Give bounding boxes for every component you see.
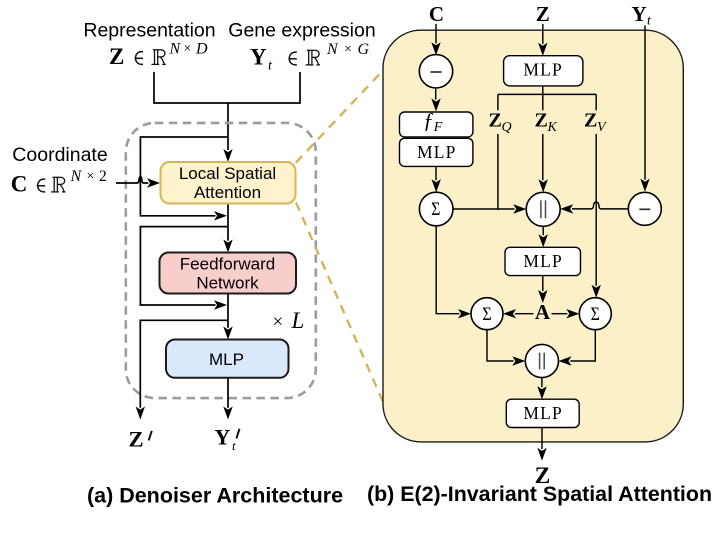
svg-text:MLP: MLP [523,403,563,423]
svg-text:Gene expression: Gene expression [228,19,375,41]
svg-text:L: L [291,308,305,333]
svg-text:Q: Q [502,120,512,135]
svg-text:Y: Y [632,2,647,26]
svg-text:Z: Z [535,463,551,489]
svg-text:t: t [232,438,236,453]
svg-text:Feedforward: Feedforward [180,254,275,273]
svg-text:D: D [195,41,208,58]
svg-text:×: × [273,312,284,333]
svg-text:Z: Z [129,427,144,452]
svg-text:K: K [547,120,558,135]
svg-text:C: C [429,2,444,26]
svg-text:MLP: MLP [209,350,244,369]
svg-text:Y: Y [250,45,267,70]
svg-text:MLP: MLP [417,142,457,162]
svg-text:×: × [87,169,95,184]
svg-text:Y: Y [215,425,231,450]
svg-text:2: 2 [99,168,107,185]
svg-text:Attention: Attention [194,183,261,202]
svg-text:Z: Z [536,2,550,26]
svg-text:Z: Z [489,110,502,132]
svg-text:N: N [326,41,339,58]
svg-text:t: t [268,59,273,74]
svg-text:(b) E(2)-Invariant Spatial Att: (b) E(2)-Invariant Spatial Attention [367,482,712,506]
svg-text:Z: Z [535,110,548,132]
svg-text:Coordinate: Coordinate [12,144,107,166]
svg-text:Σ: Σ [591,303,600,325]
svg-text:Local Spatial: Local Spatial [179,164,276,183]
svg-text:C: C [11,172,28,197]
svg-text:Representation: Representation [83,19,215,41]
svg-text:ƒ: ƒ [423,108,434,133]
svg-text:G: G [358,41,370,58]
svg-text:Σ: Σ [482,303,491,325]
svg-text:Z: Z [109,44,124,69]
svg-text:Network: Network [196,273,259,292]
svg-text:MLP: MLP [523,251,563,271]
svg-text:Z: Z [584,110,597,132]
svg-text:A: A [535,300,551,324]
svg-text:N: N [169,41,182,58]
svg-text:×: × [184,42,192,57]
svg-text:(a) Denoiser Architecture: (a) Denoiser Architecture [87,483,343,507]
svg-text:×: × [344,42,352,57]
svg-text:F: F [433,120,443,135]
svg-text:V: V [597,120,607,135]
svg-text:Σ: Σ [431,198,440,220]
svg-text:N: N [70,168,83,185]
svg-text:MLP: MLP [523,60,563,80]
svg-text:t: t [647,13,652,28]
